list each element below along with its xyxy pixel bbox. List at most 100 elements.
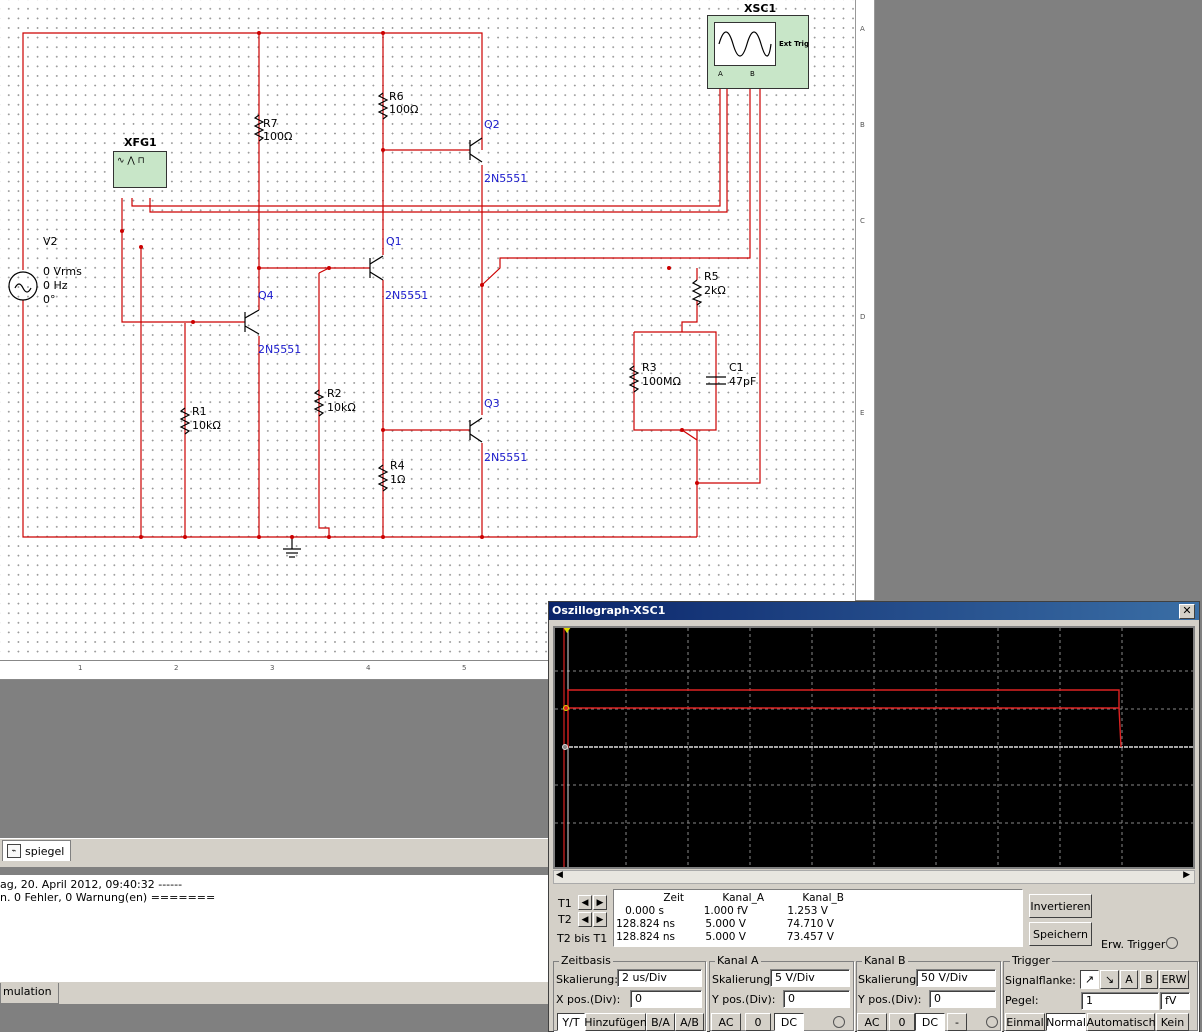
hruler-1: 1 [78,664,83,672]
q4-name: Q4 [258,289,274,302]
ext-trigger-terminal-icon[interactable] [1166,937,1178,949]
t1-right-button[interactable]: ▶ [593,895,607,910]
readout-r2-zeit: 128.824 ns [616,918,675,930]
kanal-b-ac-button[interactable]: AC [857,1013,887,1031]
oscilloscope-display[interactable] [553,626,1195,869]
r6-value: 100Ω [389,103,419,116]
ruler-d: D [860,313,866,321]
readout-r3-a: 5.000 V [705,931,746,943]
xfg1-label: XFG1 [124,136,157,149]
kanal-b-ypos-field[interactable]: 0 [929,990,996,1008]
kanal-b-minus-button[interactable]: - [947,1013,967,1031]
kanal-a-title: Kanal A [715,954,761,967]
t1-left-button[interactable]: ◀ [578,895,592,910]
oscilloscope-titlebar[interactable]: Oszillograph-XSC1 ✕ [549,602,1199,620]
rising-edge-button[interactable]: ↗ [1080,970,1099,989]
kanal-a-ypos-field[interactable]: 0 [783,990,850,1008]
readout-r2-a: 5.000 V [705,918,746,930]
t2-label: T2 [558,913,572,926]
kanal-a-scale-field[interactable]: 5 V/Div [770,969,850,987]
c1-value: 47pF [729,375,757,388]
r5-name: R5 [704,270,719,283]
tab-simulation[interactable]: mulation [0,983,59,1004]
t2-bis-t1-label: T2 bis T1 [557,932,608,945]
t2-left-button[interactable]: ◀ [578,912,592,927]
v2-name: V2 [43,235,58,248]
spreadsheet-log[interactable]: ag, 20. April 2012, 09:40:32 ------ n. 0… [0,874,548,983]
xsc1-screen-icon [714,22,776,66]
r2-name: R2 [327,387,342,400]
kanal-a-scale-label: Skalierung: [712,973,774,986]
xfg1-waveforms-icon: ∿ ⋀ ⊓ [117,156,145,166]
kanal-a-terminal-icon[interactable] [833,1016,845,1028]
xfg1-symbol[interactable]: ∿ ⋀ ⊓ [113,151,167,188]
v2-deg: 0° [43,293,56,306]
zeitbasis-scale-field[interactable]: 2 us/Div [617,969,702,987]
trigger-auto-button[interactable]: Automatisch [1086,1013,1156,1031]
trigger-source-a-button[interactable]: A [1120,970,1138,989]
r3-value: 100MΩ [642,375,681,388]
design-tabbar [0,838,548,867]
falling-edge-button[interactable]: ↘ [1100,970,1119,989]
zeitbasis-xpos-field[interactable]: 0 [630,990,702,1008]
schematic-canvas[interactable]: Ext Trig A B XSC1 ∿ ⋀ ⊓ XFG1 V2 0 Vrms 0… [0,0,855,660]
trigger-single-button[interactable]: Einmal [1005,1013,1045,1031]
scroll-left-icon[interactable]: ◀ [556,870,563,880]
trigger-level-unit[interactable]: fV [1160,992,1190,1010]
save-button[interactable]: Speichern [1029,922,1092,946]
close-button[interactable]: ✕ [1179,604,1195,619]
trigger-level-field[interactable]: 1 [1081,992,1159,1010]
q1-name: Q1 [386,235,402,248]
t2-right-button[interactable]: ▶ [593,912,607,927]
ruler-b: B [860,121,865,129]
r2-value: 10kΩ [327,401,356,414]
xsc1-ext-label: Ext Trig [779,40,809,48]
kanal-b-scale-field[interactable]: 50 V/Div [916,969,996,987]
kanal-a-ac-button[interactable]: AC [711,1013,741,1031]
canvas-horizontal-ruler[interactable]: 1 2 3 4 5 [0,660,548,680]
kanal-a-zero-button[interactable]: 0 [745,1013,771,1031]
tab-spiegel[interactable]: ⌁ spiegel [2,840,72,861]
trigger-source-ext-button[interactable]: ERW [1159,970,1189,989]
ext-trigger-label: Erw. Trigger [1101,938,1166,951]
invert-button[interactable]: Invertieren [1029,894,1092,918]
kanal-b-zero-button[interactable]: 0 [889,1013,915,1031]
kanal-b-title: Kanal B [862,954,908,967]
scroll-right-icon[interactable]: ▶ [1183,870,1190,880]
mode-ab-button[interactable]: A/B [675,1013,704,1031]
xsc1-symbol[interactable]: Ext Trig A B [707,15,809,89]
r5-value: 2kΩ [704,284,726,297]
canvas-vertical-ruler[interactable] [855,0,875,600]
r4-name: R4 [390,459,405,472]
r4-value: 1Ω [390,473,406,486]
ruler-e: E [860,409,865,417]
close-icon: ✕ [1182,604,1192,617]
q2-type: 2N5551 [484,172,528,185]
trigger-none-button[interactable]: Kein [1156,1013,1189,1031]
q2-name: Q2 [484,118,500,131]
readout-r3-zeit: 128.824 ns [616,931,675,943]
trigger-source-b-button[interactable]: B [1140,970,1158,989]
kanal-b-dc-button[interactable]: DC [915,1013,945,1031]
kanal-b-terminal-icon[interactable] [986,1016,998,1028]
trigger-title: Trigger [1010,954,1052,967]
mode-yt-button[interactable]: Y/T [557,1013,585,1031]
kanal-b-scale-label: Skalierung: [858,973,920,986]
readout-header-zeit: Zeit [663,892,684,904]
oscilloscope-traces [555,627,1193,867]
mode-add-button[interactable]: Hinzufügen [584,1013,647,1031]
readout-header-kanal-b: Kanal_B [802,892,844,904]
r1-name: R1 [192,405,207,418]
oscilloscope-scrollbar[interactable]: ◀ ▶ [553,870,1195,884]
schematic-file-icon: ⌁ [7,844,21,858]
ruler-a: A [860,25,865,33]
kanal-a-dc-button[interactable]: DC [774,1013,804,1031]
zeitbasis-scale-label: Skalierung: [556,973,618,986]
oscilloscope-title: Oszillograph-XSC1 [552,604,666,617]
hruler-3: 3 [270,664,275,672]
log-line-1: ag, 20. April 2012, 09:40:32 ------ [0,878,183,891]
trigger-edge-label: Signalflanke: [1005,974,1076,987]
zeitbasis-xpos-label: X pos.(Div): [556,993,621,1006]
mode-ba-button[interactable]: B/A [646,1013,675,1031]
trigger-normal-button[interactable]: Normal [1046,1013,1086,1031]
